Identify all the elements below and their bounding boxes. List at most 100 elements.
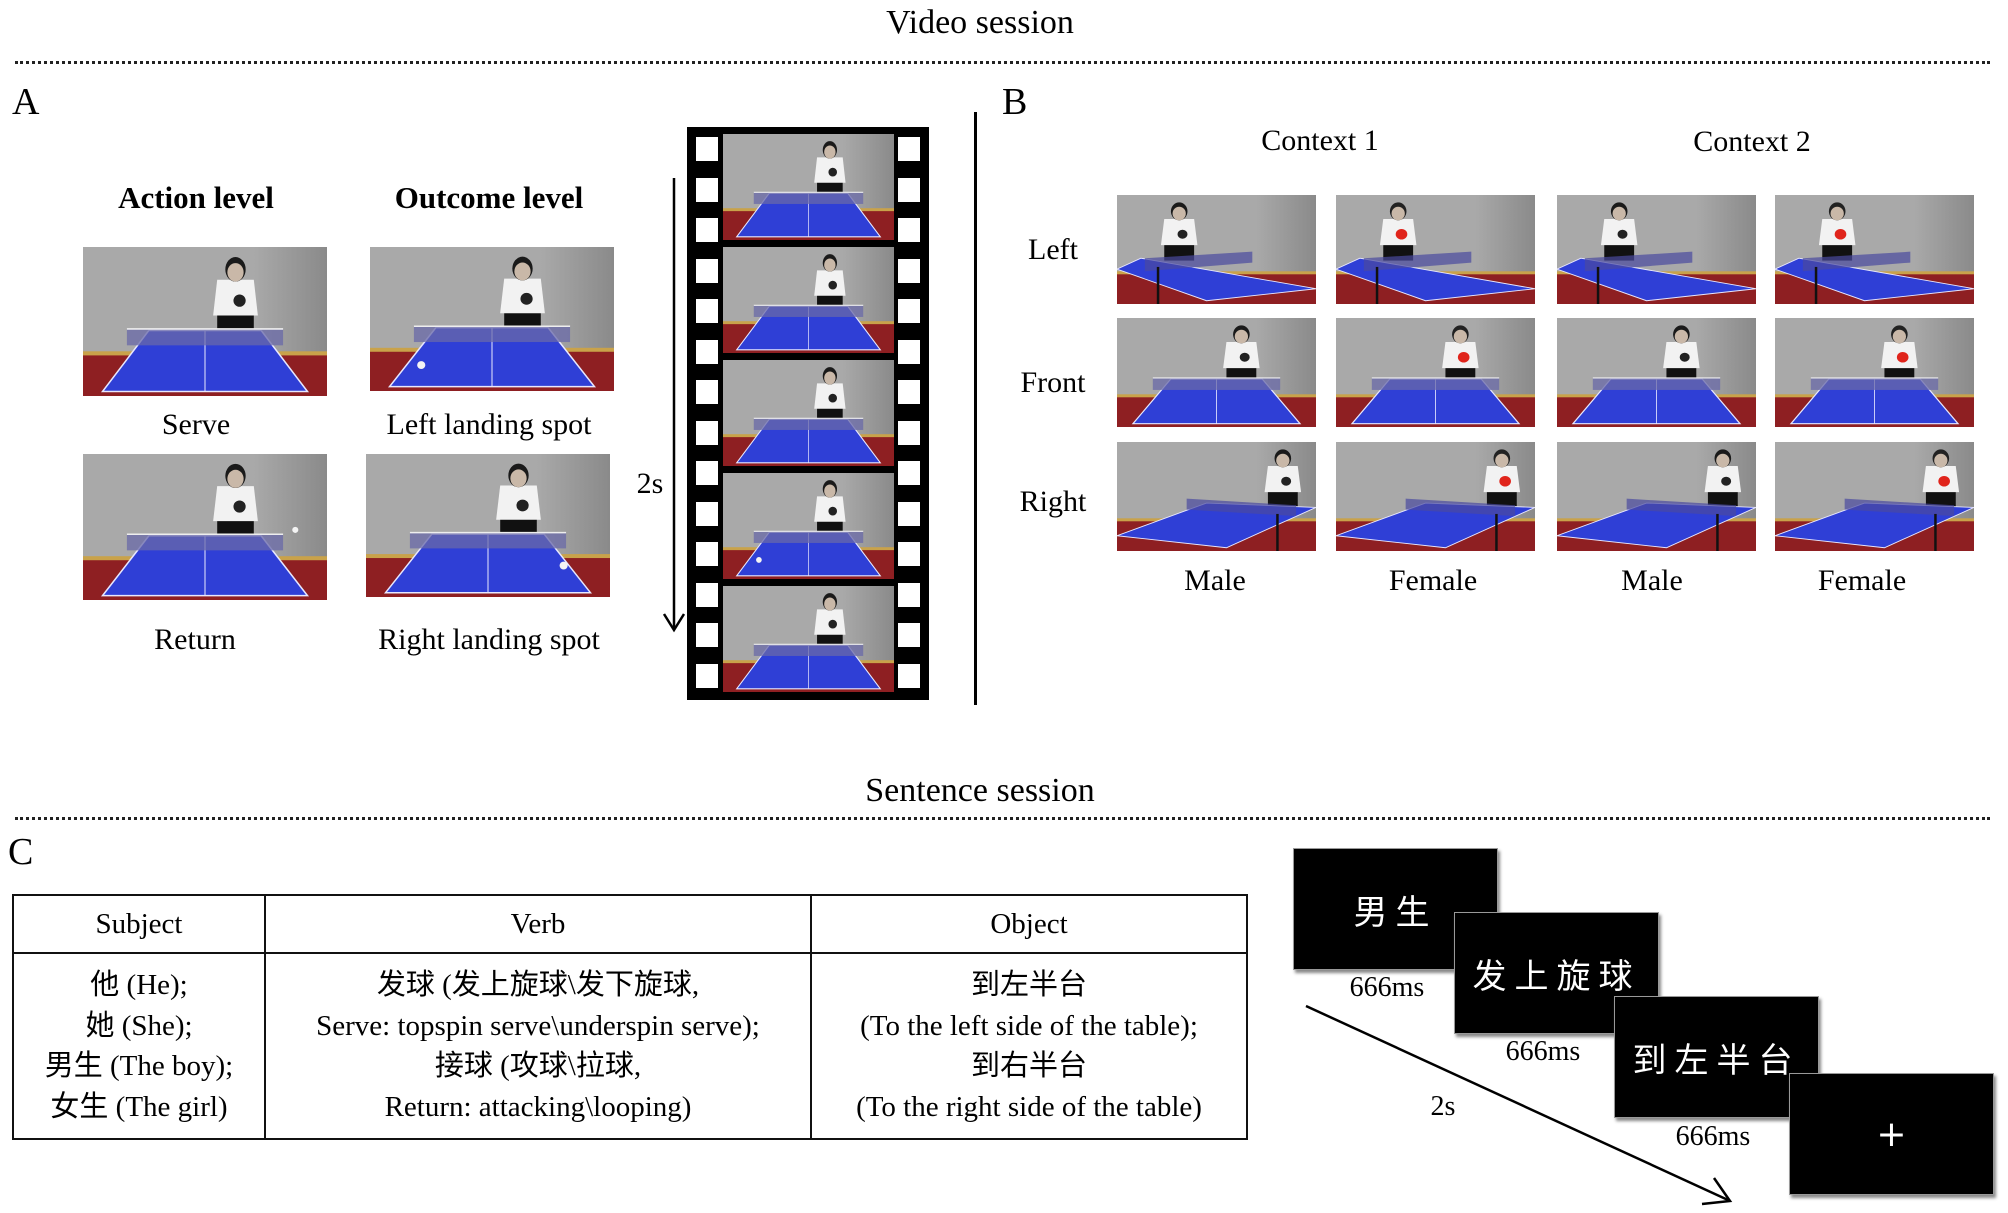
sprocket-hole xyxy=(898,258,920,283)
left-landing-spot-caption: Left landing spot xyxy=(386,408,592,441)
sprocket-hole xyxy=(898,339,920,364)
fixation-screen: + xyxy=(1789,1073,1994,1195)
sprocket-hole xyxy=(898,663,920,688)
sprocket-hole xyxy=(696,582,718,607)
return-caption: Return xyxy=(154,623,236,656)
sentence-session-title: Sentence session xyxy=(865,772,1095,809)
sprocket-hole xyxy=(898,542,920,566)
subject-line: 男生 (The boy); xyxy=(44,1050,234,1082)
object-header: Object xyxy=(810,894,1248,954)
film-duration-label: 2s xyxy=(636,463,664,505)
sprocket-hole xyxy=(696,380,718,404)
stimulus-image-right-female-blue xyxy=(1336,442,1535,551)
stimulus-image-front-female-gray xyxy=(1775,318,1974,427)
time-arrow xyxy=(662,178,686,633)
left-landing-spot-image xyxy=(370,247,614,391)
context-2-label: Context 2 xyxy=(1693,125,1811,158)
sprocket-hole xyxy=(898,299,920,323)
serve-image xyxy=(83,247,327,396)
verb-line: Serve: topspin serve\underspin serve); xyxy=(316,1009,760,1042)
serve-caption: Serve xyxy=(161,408,231,441)
context-1-label: Context 1 xyxy=(1261,124,1379,157)
object-duration-label: 666ms xyxy=(1675,1121,1751,1152)
sprocket-hole xyxy=(898,380,920,404)
column-label-male-2: Male xyxy=(1621,564,1683,597)
subject-line: 他 (He); xyxy=(90,969,188,1001)
sprocket-hole xyxy=(696,137,718,161)
video-session-title: Video session xyxy=(886,4,1074,41)
table-header-row: Subject Verb Object xyxy=(12,894,1248,954)
sprocket-hole xyxy=(696,258,718,283)
sprocket-hole xyxy=(898,218,920,242)
video-session-divider xyxy=(15,61,1990,64)
object-line: 到左半台 xyxy=(970,969,1087,1001)
sprocket-hole xyxy=(696,177,718,202)
stimulus-image-left-male-blue xyxy=(1117,195,1316,304)
stimulus-image-left-male-gray xyxy=(1557,195,1756,304)
sprocket-hole xyxy=(696,623,718,647)
stimulus-image-front-female-blue xyxy=(1336,318,1535,427)
sprocket-hole xyxy=(696,542,718,566)
row-label-left: Left xyxy=(1028,233,1078,266)
sprocket-hole xyxy=(696,461,718,485)
column-label-female-2: Female xyxy=(1817,564,1907,597)
row-label-front: Front xyxy=(1020,366,1086,399)
object-cell: 到左半台 (To the left side of the table); 到右… xyxy=(810,952,1248,1140)
film-frame xyxy=(723,473,894,579)
verb-duration-label: 666ms xyxy=(1505,1036,1581,1067)
outcome-level-header: Outcome level xyxy=(394,180,584,215)
sprocket-hole xyxy=(898,582,920,607)
right-landing-spot-image xyxy=(366,454,610,597)
sprocket-hole xyxy=(898,137,920,161)
sprocket-hole xyxy=(696,299,718,323)
sprocket-hole xyxy=(696,420,718,445)
table-row: 他 (He); 她 (She); 男生 (The boy); 女生 (The g… xyxy=(12,952,1248,1140)
subject-duration-label: 666ms xyxy=(1349,972,1425,1003)
action-level-header: Action level xyxy=(118,180,274,215)
panel-a-letter: A xyxy=(12,81,40,123)
panel-divider xyxy=(974,112,977,705)
object-line: 到右半台 xyxy=(970,1050,1087,1082)
panel-c-letter: C xyxy=(8,831,34,873)
verb-cell: 发球 (发上旋球\发下旋球, Serve: topspin serve\unde… xyxy=(264,952,812,1140)
object-line: (To the right side of the table) xyxy=(856,1090,1202,1123)
film-frame xyxy=(723,134,894,240)
sequence-duration-label: 2s xyxy=(1430,1091,1456,1122)
sprocket-hole xyxy=(898,420,920,445)
subject-line: 女生 (The girl) xyxy=(50,1090,228,1123)
stimulus-image-left-female-gray xyxy=(1775,195,1974,304)
object-line: (To the left side of the table); xyxy=(860,1009,1198,1042)
return-image xyxy=(83,454,327,600)
stimulus-image-left-female-blue xyxy=(1336,195,1535,304)
column-label-male-1: Male xyxy=(1184,564,1246,597)
subject-cell: 他 (He); 她 (She); 男生 (The boy); 女生 (The g… xyxy=(12,952,266,1140)
sprocket-hole xyxy=(898,501,920,526)
stimulus-image-front-male-blue xyxy=(1117,318,1316,427)
sentence-session-divider xyxy=(15,817,1990,820)
subject-line: 她 (She); xyxy=(85,1009,193,1042)
film-strip xyxy=(687,127,929,700)
sprocket-hole xyxy=(696,218,718,242)
sequence-arrow xyxy=(1305,1004,1733,1206)
verb-line: 接球 (攻球\拉球, xyxy=(434,1050,642,1082)
film-frame xyxy=(723,247,894,353)
panel-b-letter: B xyxy=(1002,81,1028,123)
sprocket-hole xyxy=(696,501,718,526)
stimulus-image-right-female-gray xyxy=(1775,442,1974,551)
verb-line: 发球 (发上旋球\发下旋球, xyxy=(376,969,700,1001)
film-frame xyxy=(723,586,894,692)
row-label-right: Right xyxy=(1019,485,1087,518)
sprocket-hole xyxy=(898,623,920,647)
sprocket-hole xyxy=(696,339,718,364)
sprocket-hole xyxy=(898,177,920,202)
verb-header: Verb xyxy=(264,894,812,954)
sentence-structure-table: Subject Verb Object 他 (He); 她 (She); 男生 … xyxy=(12,894,1248,1140)
sprocket-hole xyxy=(696,663,718,688)
right-landing-spot-caption: Right landing spot xyxy=(378,623,600,656)
subject-header: Subject xyxy=(12,894,266,954)
verb-line: Return: attacking\looping) xyxy=(384,1090,692,1123)
column-label-female-1: Female xyxy=(1388,564,1478,597)
stimulus-screen-object: 到左半台 xyxy=(1614,996,1819,1118)
stimulus-image-right-male-gray xyxy=(1557,442,1756,551)
film-frame xyxy=(723,360,894,466)
